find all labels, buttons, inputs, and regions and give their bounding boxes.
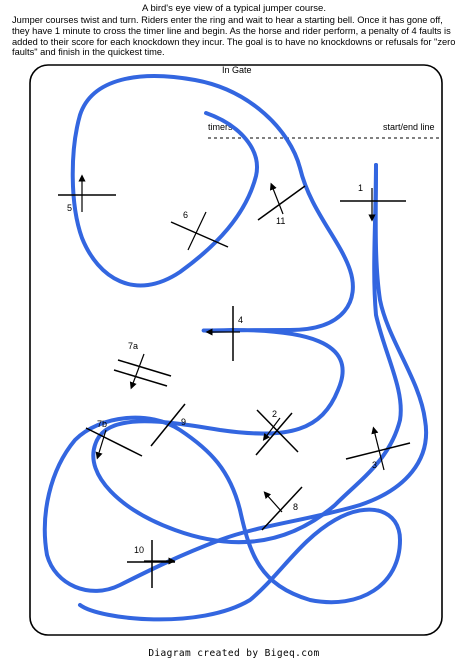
jump-3: 3 xyxy=(345,426,411,471)
jump-8: 8 xyxy=(261,486,303,531)
jump-7a: 7a xyxy=(113,341,172,390)
credit-text: Diagram created by Bigeq.com xyxy=(148,648,320,659)
course-path-lower xyxy=(42,163,429,622)
jump-1: 1 xyxy=(340,183,406,222)
jump-label-4: 4 xyxy=(238,315,243,325)
jump-11: 11 xyxy=(257,182,306,226)
course-path xyxy=(70,74,403,545)
diagram-title: A bird's eye view of a typical jumper co… xyxy=(142,3,326,14)
intro-text: Jumper courses twist and turn. Riders en… xyxy=(12,15,456,58)
jump-label-8: 8 xyxy=(293,502,298,512)
jump-4: 4 xyxy=(205,306,243,361)
jump-5: 5 xyxy=(58,174,116,213)
start-end-line-label: start/end line xyxy=(383,122,435,132)
jump-9: 9 xyxy=(150,403,186,447)
jump-label-11: 11 xyxy=(276,216,285,226)
in-gate-label: In Gate xyxy=(222,65,252,75)
jump-label-3: 3 xyxy=(372,460,377,470)
jump-label-7a: 7a xyxy=(128,341,138,351)
jump-label-5: 5 xyxy=(67,203,72,213)
arena-ring xyxy=(29,64,443,636)
jump-label-9: 9 xyxy=(181,417,186,427)
jump-6: 6 xyxy=(170,210,229,251)
jump-label-10: 10 xyxy=(134,545,144,555)
jump-label-6: 6 xyxy=(183,210,188,220)
timers-label: timers xyxy=(208,122,233,132)
jump-label-7b: 7b xyxy=(97,419,107,429)
jump-label-1: 1 xyxy=(358,183,363,193)
jump-label-2: 2 xyxy=(272,409,277,419)
jump-10: 10 xyxy=(127,540,176,588)
jump-2: 2 xyxy=(255,409,299,456)
jump-7b: 7b xyxy=(85,419,143,460)
